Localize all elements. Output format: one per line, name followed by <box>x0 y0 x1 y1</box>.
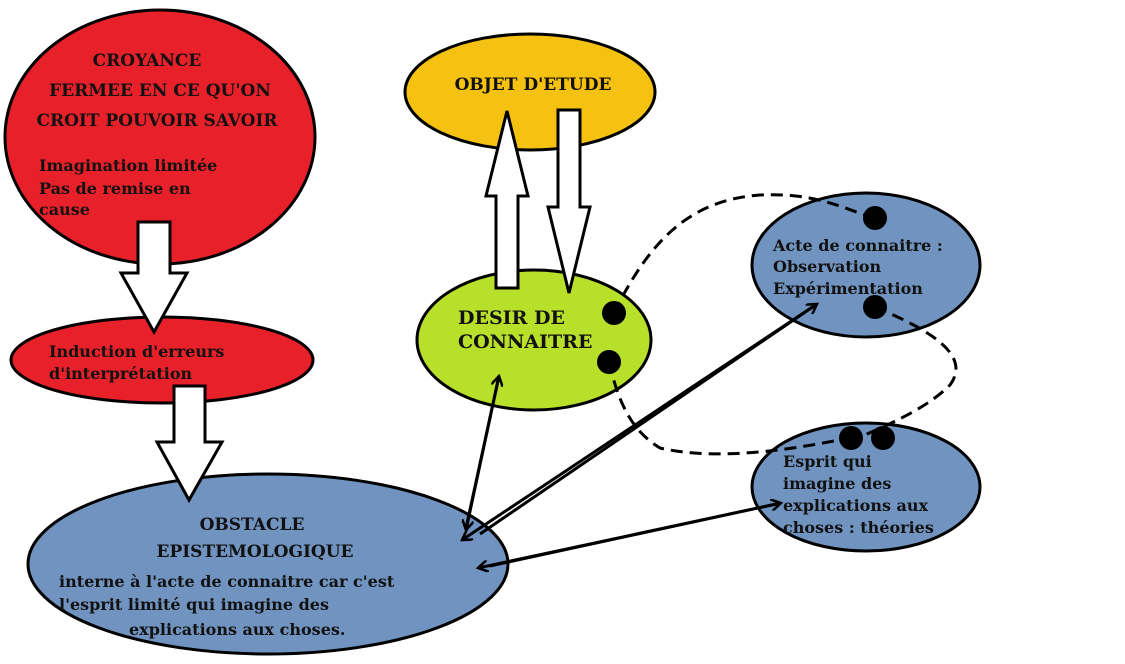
desir-node <box>415 268 653 412</box>
croyance-title: FERMEE EN CE QU'ON <box>49 81 271 101</box>
connaitre-text: Observation <box>773 257 882 276</box>
obstacle-detail: interne à l'acte de connaitre car c'est <box>59 572 395 591</box>
esprit-label: Esprit qui imagine des explications aux … <box>783 452 934 537</box>
arrow-objet-to-desir <box>546 108 592 294</box>
loop-dot <box>863 295 887 319</box>
croyance-title: CROYANCE <box>93 51 202 71</box>
croyance-detail: Pas de remise en <box>39 179 191 198</box>
obstacle-detail: l'esprit limité qui imagine des <box>59 595 329 614</box>
induction-text: d'interprétation <box>49 364 192 383</box>
dashed-loop-lower <box>607 361 850 456</box>
croyance-detail: cause <box>39 200 90 219</box>
arrow-desir-to-obstacle <box>466 375 501 530</box>
objet-node <box>403 32 657 152</box>
esprit-text: choses : théories <box>783 518 934 537</box>
croyance-label: CROYANCE FERMEE EN CE QU'ON CROIT POUVOI… <box>36 51 278 219</box>
arrow-desir-to-objet <box>484 110 530 290</box>
arrow-croyance-to-induction <box>118 220 190 336</box>
desir-title: CONNAITRE <box>458 331 592 353</box>
esprit-text: imagine des <box>783 474 891 493</box>
arrow-induction-to-obstacle <box>154 384 225 504</box>
desir-title: DESIR DE <box>458 307 565 329</box>
obstacle-title: OBSTACLE <box>200 515 305 535</box>
arrow-connaitre-to-obstacle <box>462 302 818 540</box>
esprit-text: Esprit qui <box>783 452 872 471</box>
loop-dot <box>871 426 895 450</box>
obstacle-label: OBSTACLE EPISTEMOLOGIQUE interne à l'act… <box>59 515 395 639</box>
loop-dot <box>839 426 863 450</box>
objet-label: OBJET D'ETUDE <box>455 75 612 95</box>
loop-dot <box>597 350 621 374</box>
loop-dot <box>602 301 626 325</box>
obstacle-node <box>26 472 510 656</box>
dashed-loop-right <box>859 305 958 439</box>
connaitre-text: Acte de connaitre : <box>772 236 943 255</box>
connaitre-node <box>750 191 982 339</box>
connaitre-label: Acte de connaitre : Observation Expérime… <box>772 236 943 298</box>
obstacle-title: EPISTEMOLOGIQUE <box>156 542 353 562</box>
desir-label: DESIR DE CONNAITRE <box>458 307 592 353</box>
obstacle-detail: explications aux choses. <box>129 620 345 639</box>
induction-label: Induction d'erreurs d'interprétation <box>49 342 224 383</box>
esprit-node <box>750 421 982 553</box>
arrow-esprit-to-obstacle <box>478 501 782 568</box>
croyance-title: CROIT POUVOIR SAVOIR <box>36 111 278 131</box>
objet-title: OBJET D'ETUDE <box>455 75 612 95</box>
connaitre-text: Expérimentation <box>773 279 923 298</box>
induction-text: Induction d'erreurs <box>49 342 224 361</box>
dashed-loop-upper <box>612 193 876 314</box>
croyance-detail: Imagination limitée <box>39 156 217 175</box>
loop-dot <box>863 206 887 230</box>
esprit-text: explications aux <box>783 496 929 515</box>
